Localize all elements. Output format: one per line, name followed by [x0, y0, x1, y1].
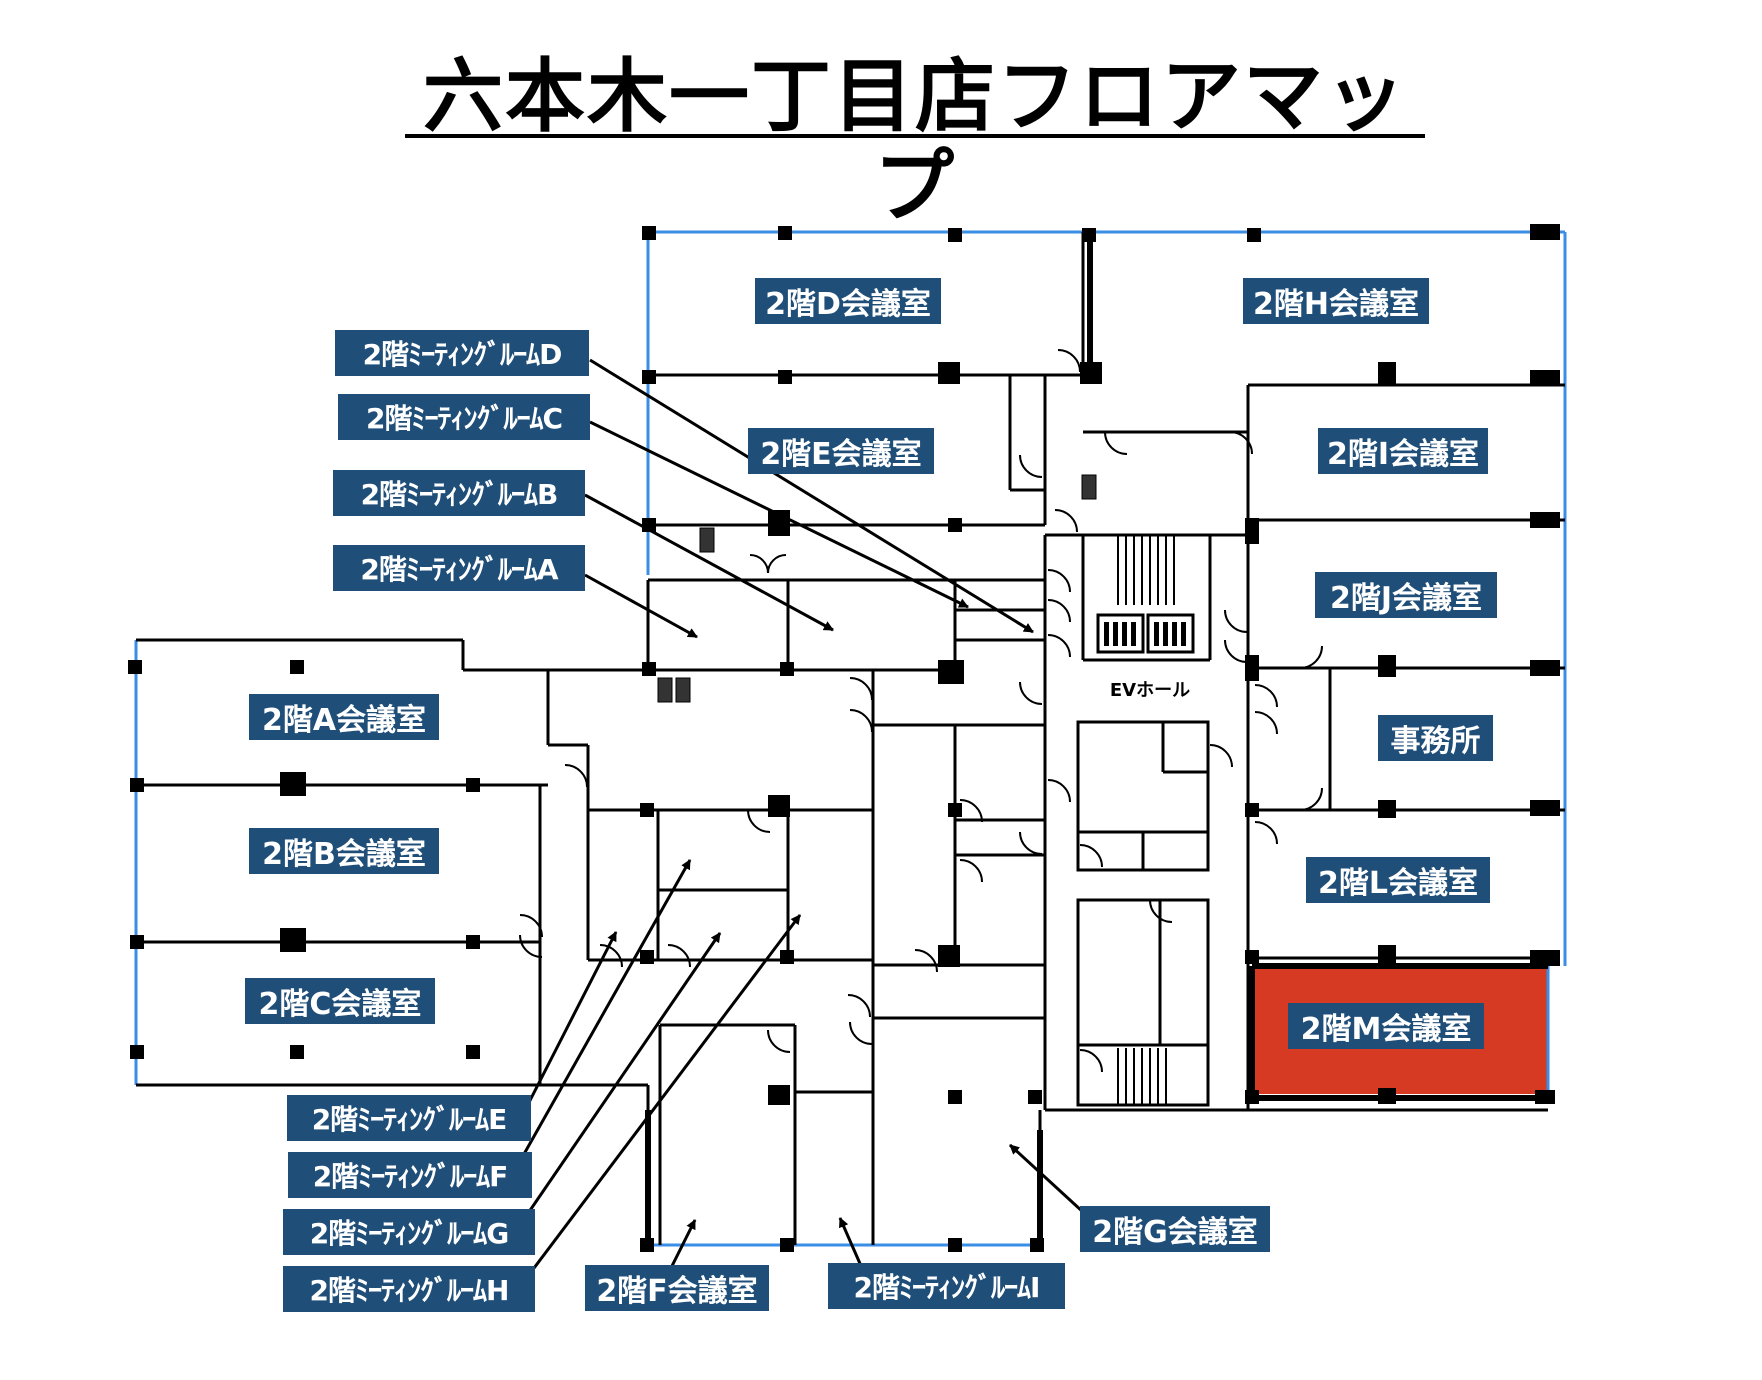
ev-hall-label: EVホール — [1109, 680, 1191, 701]
meeting-room-label-c[interactable]: 2階ﾐｰﾃｨﾝｸﾞﾙｰﾑC — [338, 394, 590, 440]
room-label-m[interactable]: 2階M会議室 — [1288, 1003, 1484, 1049]
meeting-room-label-a[interactable]: 2階ﾐｰﾃｨﾝｸﾞﾙｰﾑA — [333, 545, 585, 591]
room-label-d[interactable]: 2階D会議室 — [755, 278, 941, 324]
meeting-room-label-f[interactable]: 2階ﾐｰﾃｨﾝｸﾞﾙｰﾑF — [288, 1152, 532, 1198]
room-label-c[interactable]: 2階C会議室 — [245, 978, 435, 1024]
room-label-office[interactable]: 事務所 — [1378, 715, 1493, 761]
title-underline — [405, 134, 1425, 138]
room-label-f[interactable]: 2階F会議室 — [585, 1265, 769, 1311]
room-label-g[interactable]: 2階G会議室 — [1080, 1206, 1270, 1252]
room-label-l[interactable]: 2階L会議室 — [1306, 857, 1490, 903]
elevator-icons — [1104, 622, 1186, 646]
vending-machine-icon — [657, 474, 1097, 703]
meeting-room-label-g[interactable]: 2階ﾐｰﾃｨﾝｸﾞﾙｰﾑG — [283, 1209, 535, 1255]
meeting-room-label-b[interactable]: 2階ﾐｰﾃｨﾝｸﾞﾙｰﾑB — [333, 470, 585, 516]
map-title: 六本木一丁目店フロアマップ — [423, 50, 1407, 233]
thick-walls — [645, 232, 1548, 1245]
room-label-i[interactable]: 2階I会議室 — [1318, 428, 1488, 474]
meeting-room-label-e[interactable]: 2階ﾐｰﾃｨﾝｸﾞﾙｰﾑE — [287, 1095, 531, 1141]
room-label-a[interactable]: 2階A会議室 — [249, 694, 439, 740]
meeting-room-label-i[interactable]: 2階ﾐｰﾃｨﾝｸﾞﾙｰﾑI — [828, 1263, 1065, 1309]
room-label-e[interactable]: 2階E会議室 — [748, 428, 934, 474]
room-label-b[interactable]: 2階B会議室 — [249, 828, 439, 874]
columns — [128, 224, 1560, 1252]
meeting-room-label-h[interactable]: 2階ﾐｰﾃｨﾝｸﾞﾙｰﾑH — [283, 1266, 535, 1312]
room-label-j[interactable]: 2階J会議室 — [1315, 572, 1497, 618]
meeting-room-label-d[interactable]: 2階ﾐｰﾃｨﾝｸﾞﾙｰﾑD — [335, 330, 589, 376]
doors — [519, 349, 1323, 1073]
outer-walls — [134, 230, 1567, 1247]
room-label-h[interactable]: 2階H会議室 — [1243, 278, 1429, 324]
